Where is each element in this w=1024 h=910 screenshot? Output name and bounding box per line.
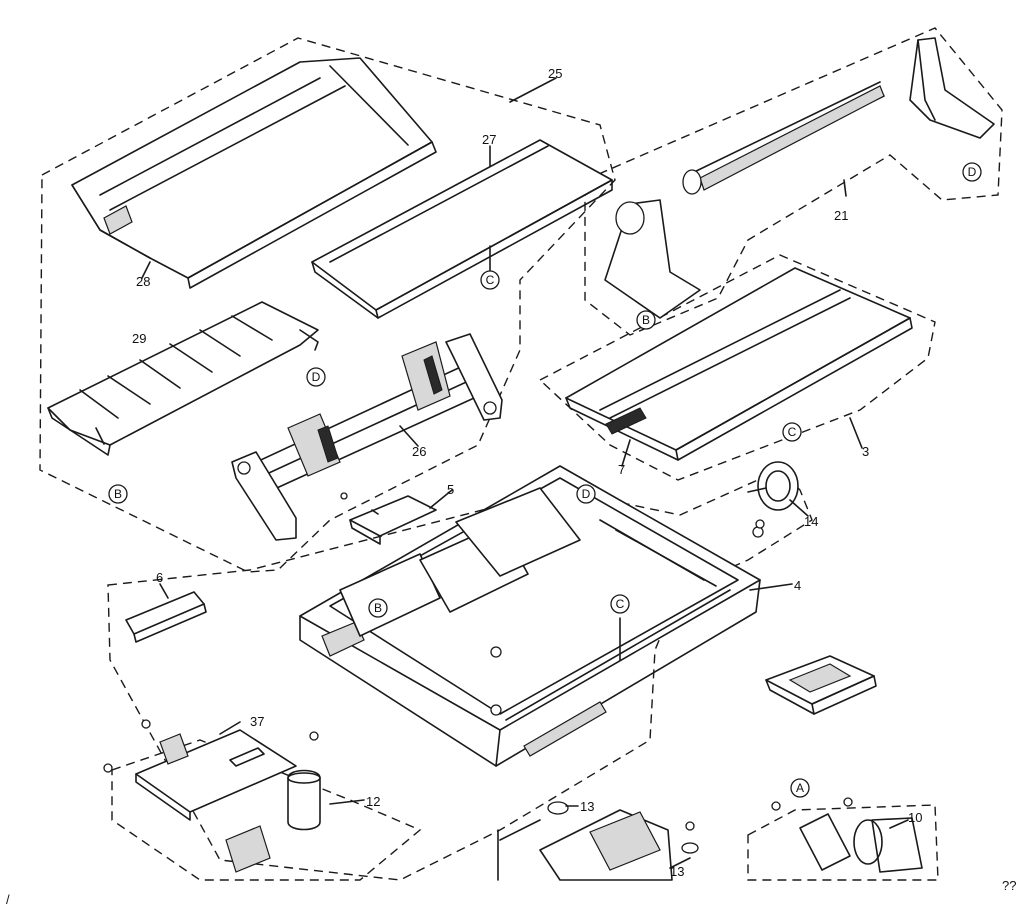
label-part-13-upper: 13 [580, 799, 594, 814]
connector-c-top: C [480, 270, 500, 290]
part-bracket [125, 591, 207, 643]
part-platen-knob [747, 461, 799, 511]
part-tractor-cover [565, 267, 913, 461]
svg-text:D: D [582, 487, 591, 501]
svg-text:C: C [486, 273, 495, 287]
label-part-14: 14 [804, 514, 818, 529]
group-boundary-tractor-cover [538, 254, 936, 481]
label-part-6: 6 [156, 570, 163, 585]
connector-b-base: B [368, 598, 388, 618]
part-connector-block [225, 825, 271, 873]
group-boundary-paper-holder [584, 27, 1003, 336]
label-part-4: 4 [794, 578, 801, 593]
label-part-13-lower: 13 [670, 864, 684, 879]
svg-text:A: A [796, 781, 804, 795]
part-number-labels: 25 27 28 29 26 5 6 21 3 7 14 4 37 12 13 … [132, 66, 922, 879]
part-top-cover [71, 57, 437, 289]
part-carriage-mechanism [497, 801, 699, 881]
connector-b-separator: B [108, 484, 128, 504]
group-boundary-motor [747, 804, 939, 881]
svg-text:D: D [312, 370, 321, 384]
corner-mark-left: / [6, 892, 10, 907]
label-part-29: 29 [132, 331, 146, 346]
label-part-27: 27 [482, 132, 496, 147]
corner-mark-right: ?? [1002, 878, 1016, 893]
part-ribbon-cartridge [765, 655, 877, 715]
connector-c-tractor: C [782, 422, 802, 442]
leader-lines [141, 77, 909, 869]
part-paper-roll-holder [604, 37, 995, 319]
label-part-21: 21 [834, 208, 848, 223]
label-part-10: 10 [908, 810, 922, 825]
svg-text:B: B [374, 601, 382, 615]
svg-text:D: D [968, 165, 977, 179]
part-printer-base [299, 465, 764, 767]
part-small-plate [349, 495, 437, 545]
part-motor [771, 797, 923, 873]
connector-d-holder: D [962, 162, 982, 182]
connector-a-motor: A [790, 778, 810, 798]
label-part-26: 26 [412, 444, 426, 459]
label-part-25: 25 [548, 66, 562, 81]
connector-c-base: C [610, 594, 630, 614]
svg-text:B: B [114, 487, 122, 501]
part-tractor-assembly [231, 333, 503, 541]
part-access-panel [311, 139, 613, 319]
svg-text:C: C [616, 597, 625, 611]
connector-markers: C D B D B C D B [108, 162, 982, 798]
connector-d-base: D [576, 484, 596, 504]
label-part-37: 37 [250, 714, 264, 729]
label-part-5: 5 [447, 482, 454, 497]
label-part-12: 12 [366, 794, 380, 809]
label-part-3: 3 [862, 444, 869, 459]
connector-b-holder: B [636, 310, 656, 330]
part-circuit-board [135, 729, 321, 831]
label-part-28: 28 [136, 274, 150, 289]
svg-text:C: C [788, 425, 797, 439]
svg-text:B: B [642, 313, 650, 327]
screws [103, 492, 765, 831]
connector-d-separator: D [306, 367, 326, 387]
part-paper-separator [47, 301, 319, 456]
label-part-7: 7 [618, 462, 625, 477]
